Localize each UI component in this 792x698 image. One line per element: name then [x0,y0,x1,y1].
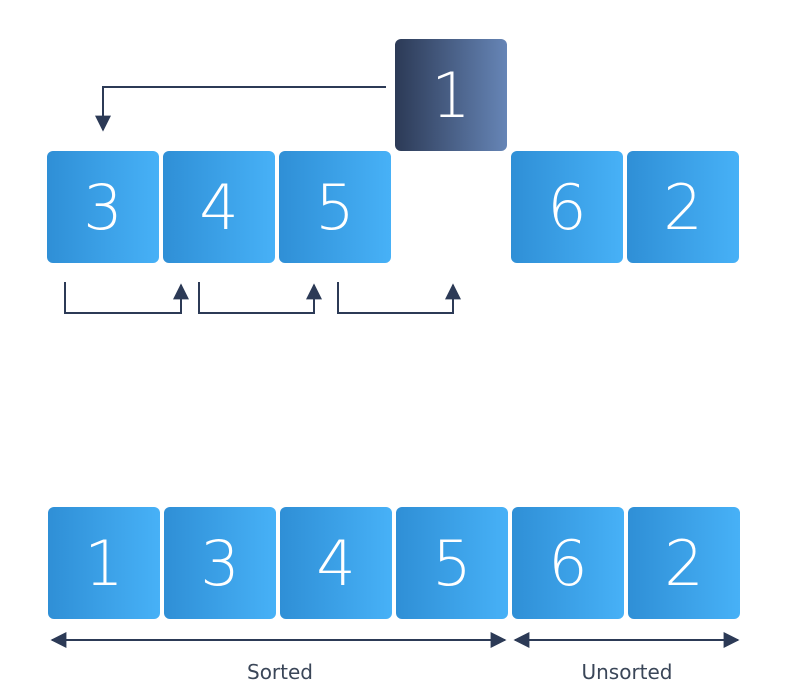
bottom-array-cell-5: 6 [512,507,624,619]
top-array-cell-4: 6 [511,151,623,263]
top-array-cell-5: 2 [627,151,739,263]
top-array-cell-3: 5 [279,151,391,263]
bottom-array-cell-6: 2 [628,507,740,619]
bottom-array-cell-4: 5 [396,507,508,619]
unsorted-label: Unsorted [581,660,673,684]
bottom-array-cell-3: 4 [280,507,392,619]
shift-arrow-1 [64,282,189,314]
bottom-array-cell-1: 1 [48,507,160,619]
shift-arrow-3 [337,282,461,314]
top-array-cell-1: 3 [47,151,159,263]
sorted-label: Sorted [247,660,313,684]
top-array-cell-2: 4 [163,151,275,263]
shift-arrow-2 [198,282,322,314]
insert-arrow [95,86,386,132]
key-element-box: 1 [395,39,507,151]
bottom-array-cell-2: 3 [164,507,276,619]
